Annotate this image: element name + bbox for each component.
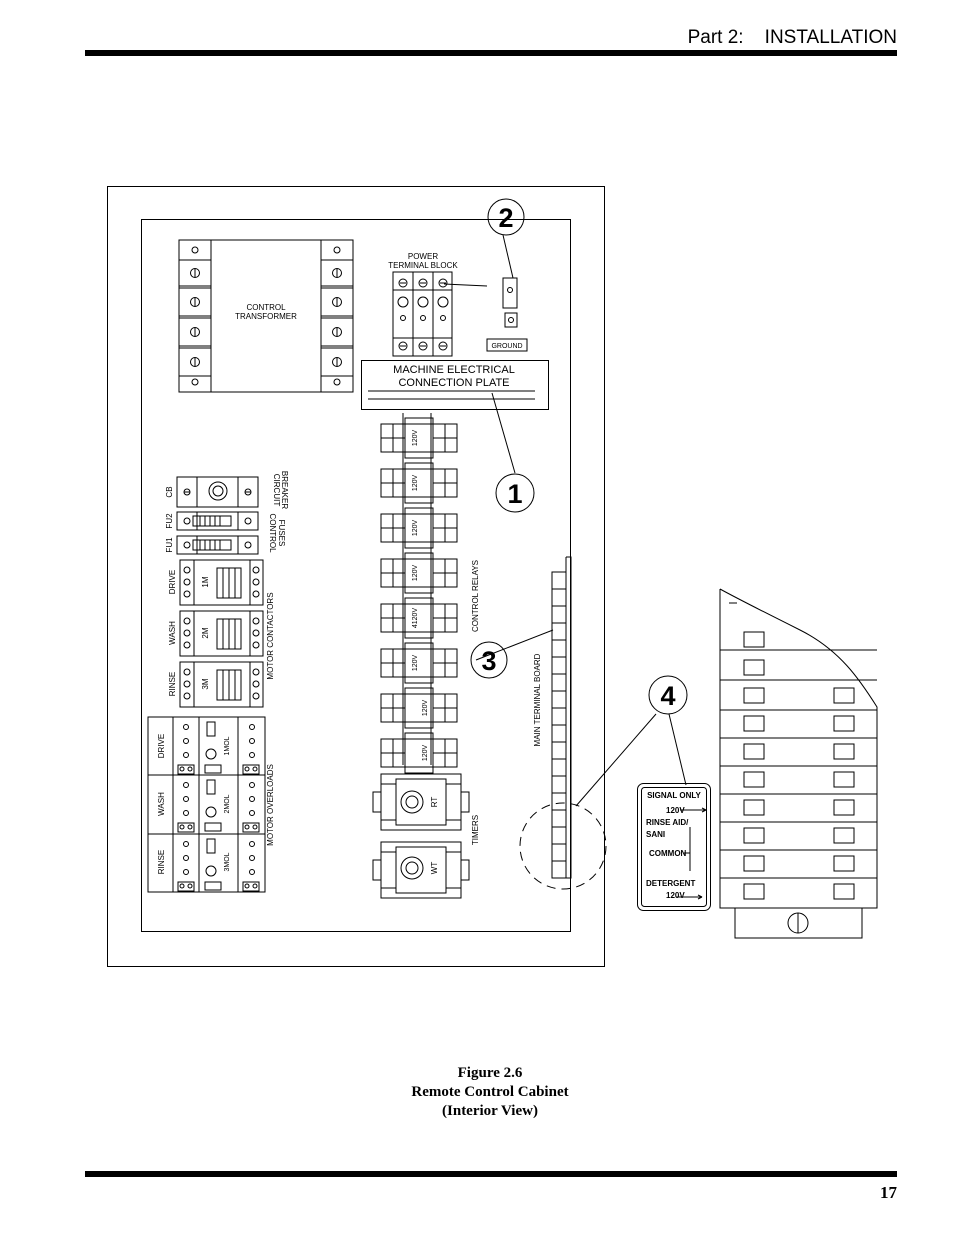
signal-label	[637, 783, 711, 911]
timer-rt-label: RT	[430, 797, 439, 808]
detail-circle	[519, 802, 607, 890]
relay-7-voltage: 120V	[422, 700, 429, 717]
relay-2-voltage: 120V	[412, 475, 419, 492]
contactor-3m-label: 3M	[201, 678, 210, 689]
timer-wt	[372, 841, 470, 899]
connection-plate-label-1: MACHINE ELECTRICAL	[393, 364, 515, 376]
contactor-1m-label: 1M	[201, 576, 210, 587]
power-terminal-label-2: TERMINAL BLOCK	[388, 261, 458, 270]
timer-rt	[372, 773, 470, 831]
control-fuse-1	[176, 535, 259, 555]
control-fuses-label-2: FUSES	[277, 520, 286, 547]
control-relay-1	[380, 417, 458, 459]
cabinet-outline	[107, 186, 605, 967]
ground-lug	[486, 277, 528, 352]
control-relay-8	[380, 732, 458, 774]
motor-contactor-3m	[179, 661, 264, 708]
relay-5-voltage: 4120V	[412, 608, 419, 629]
circuit-breaker-label-2: BREAKER	[280, 471, 289, 509]
motor-contactor-2m	[179, 610, 264, 657]
fu1-label: FU1	[165, 537, 174, 553]
figure-number: Figure 2.6	[457, 1065, 523, 1081]
contactor-rinse-label: RINSE	[168, 672, 177, 696]
inner-panel	[141, 219, 571, 932]
common-label: COMMON	[649, 849, 687, 858]
control-relay-3	[380, 507, 458, 549]
page-number: 17	[880, 1183, 897, 1202]
overload-1mol-label: 1MOL	[224, 736, 231, 755]
control-relay-6	[380, 642, 458, 684]
motor-overloads-label: MOTOR OVERLOADS	[266, 764, 275, 846]
timer-wt-label: WT	[430, 862, 439, 875]
overload-wash-label: WASH	[157, 792, 166, 816]
control-relay-2	[380, 462, 458, 504]
footer-rule	[85, 1171, 897, 1177]
motor-contactor-1m	[179, 559, 264, 606]
power-terminal-block	[392, 271, 453, 357]
overload-rinse-label: RINSE	[157, 850, 166, 874]
header-rule	[85, 50, 897, 56]
timers-label: TIMERS	[471, 815, 480, 845]
signal-120v-top: 120V	[666, 806, 685, 815]
sani-label: SANI	[646, 830, 665, 839]
cb-label: CB	[165, 486, 174, 497]
control-transformer-label-2: TRANSFORMER	[235, 312, 297, 321]
detergent-label: DETERGENT	[646, 879, 695, 888]
control-relays-label: CONTROL RELAYS	[471, 560, 480, 632]
callout-2	[487, 198, 525, 236]
callout-1	[495, 473, 535, 513]
power-terminal-label-1: POWER	[408, 252, 438, 261]
signal-120v-bottom: 120V	[666, 891, 685, 900]
rinse-aid-label: RINSE AID/	[646, 818, 689, 827]
callout-1-label: 1	[507, 479, 522, 509]
contactor-drive-label: DRIVE	[168, 570, 177, 594]
terminal-strip-detail	[719, 588, 878, 939]
relay-6-voltage: 120V	[412, 655, 419, 672]
control-transformer	[178, 239, 354, 393]
overload-2mol-label: 2MOL	[224, 794, 231, 813]
relay-3-voltage: 120V	[412, 520, 419, 537]
control-fuse-2	[176, 511, 259, 531]
control-transformer-label-1: CONTROL	[246, 303, 286, 312]
figure-title: Remote Control Cabinet	[411, 1084, 569, 1100]
section-header: Part 2: INSTALLATION	[687, 27, 897, 48]
figure-caption: Figure 2.6 Remote Control Cabinet (Inter…	[340, 1064, 640, 1121]
motor-contactors-label: MOTOR CONTACTORS	[266, 592, 275, 679]
callout-2-label: 2	[498, 203, 513, 233]
callout-3	[470, 641, 508, 679]
circuit-breaker-label-1: CIRCUIT	[272, 474, 281, 507]
callout-4-label: 4	[660, 681, 675, 711]
overload-3mol-label: 3MOL	[224, 852, 231, 871]
control-fuses-label-1: CONTROL	[268, 513, 277, 553]
callout-4	[648, 675, 688, 715]
connection-plate-label-2: CONNECTION PLATE	[398, 377, 509, 389]
relay-4-voltage: 120V	[412, 565, 419, 582]
ground-label: GROUND	[491, 343, 522, 350]
relay-1-voltage: 120V	[412, 430, 419, 447]
contactor-wash-label: WASH	[168, 621, 177, 645]
control-relay-7	[380, 687, 458, 729]
callout-3-label: 3	[481, 646, 496, 676]
control-relay-5	[380, 597, 458, 639]
connection-plate	[361, 360, 549, 410]
main-terminal-board	[551, 556, 572, 879]
motor-overloads	[147, 716, 266, 893]
relay-8-voltage: 120V	[422, 745, 429, 762]
fu2-label: FU2	[165, 513, 174, 529]
figure-subtitle: (Interior View)	[442, 1103, 538, 1119]
control-relay-4	[380, 552, 458, 594]
contactor-2m-label: 2M	[201, 627, 210, 638]
main-terminal-board-label: MAIN TERMINAL BOARD	[533, 653, 542, 746]
signal-only-label: SIGNAL ONLY	[647, 791, 701, 800]
overload-drive-label: DRIVE	[157, 734, 166, 758]
circuit-breaker	[176, 476, 259, 508]
